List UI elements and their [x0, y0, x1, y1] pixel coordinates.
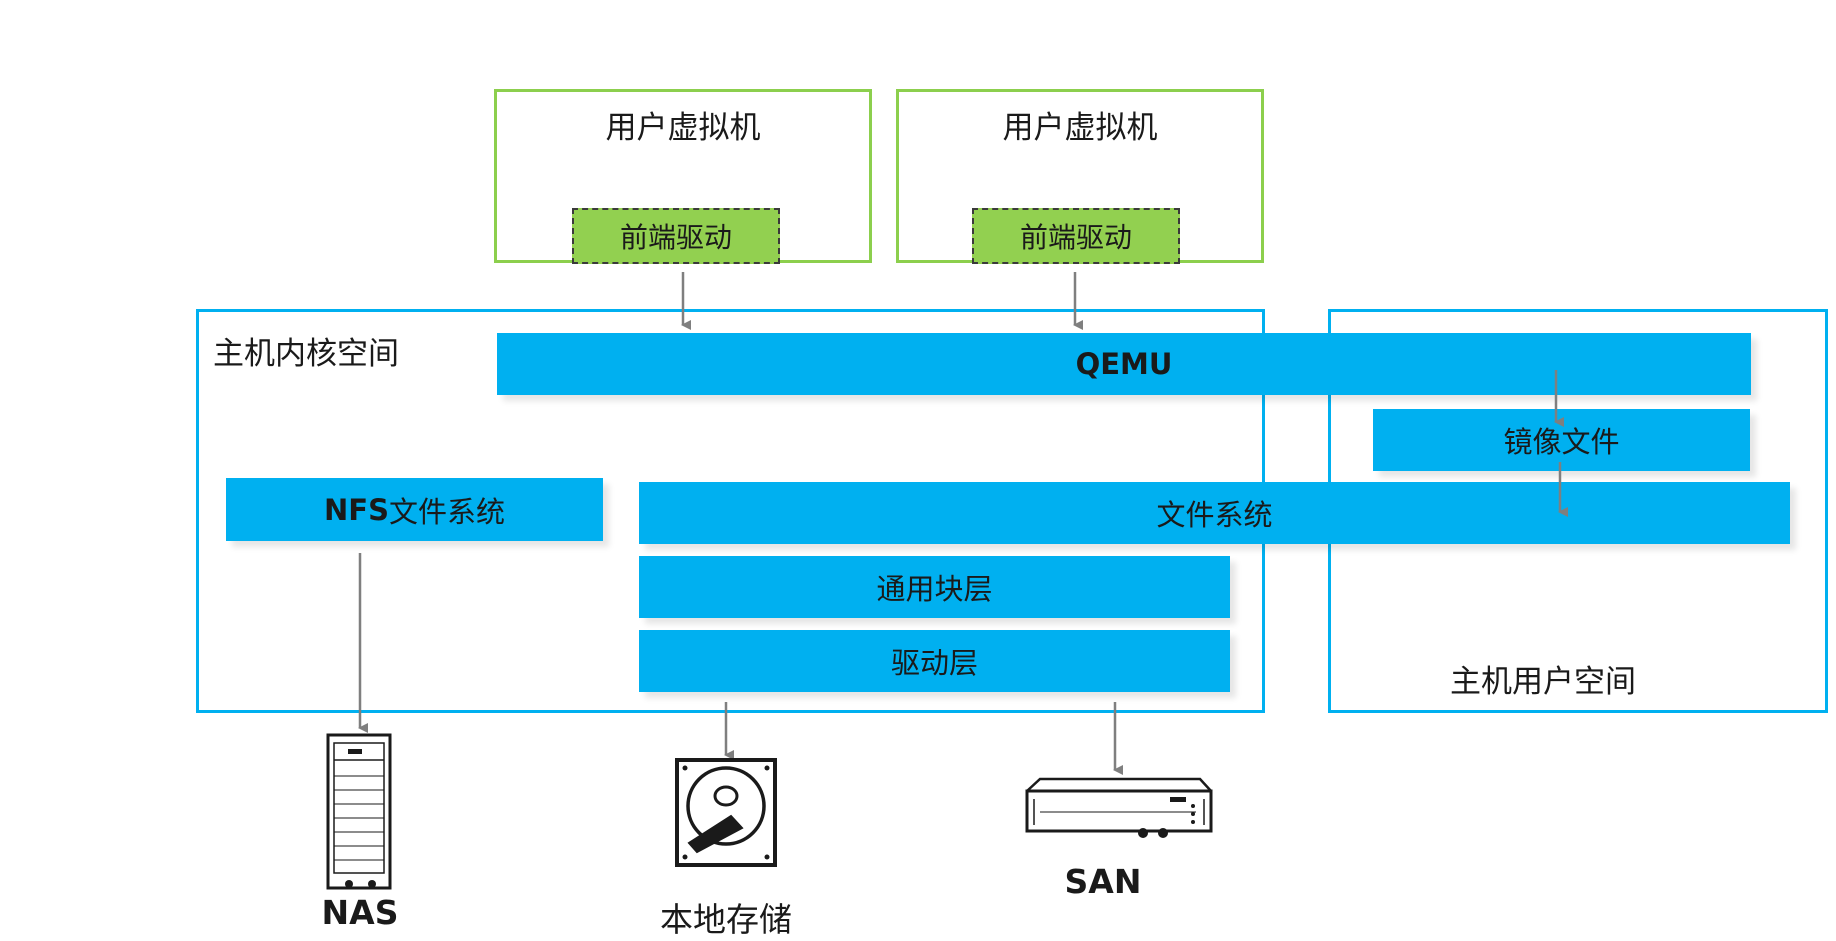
- nfs-suffix: 文件系统: [388, 494, 505, 529]
- filesystem-bar: 文件系统: [639, 482, 1790, 544]
- vm-box-right: 用户虚拟机 前端驱动: [896, 89, 1264, 264]
- vm-box-left: 用户虚拟机 前端驱动: [494, 89, 872, 264]
- qemu-bar: QEMU: [497, 333, 1751, 395]
- san-label: SAN: [1064, 862, 1142, 901]
- san-storage-icon: [1025, 777, 1213, 838]
- vm-title-left: 用户虚拟机: [605, 110, 761, 146]
- nfs-prefix: NFS: [324, 492, 389, 527]
- host-kernel-space-label: 主机内核空间: [213, 336, 399, 372]
- frontend-driver-left: 前端驱动: [572, 208, 780, 264]
- generic-block-layer-bar: 通用块层: [639, 556, 1230, 618]
- vm-title-right: 用户虚拟机: [1002, 110, 1158, 146]
- frontend-driver-right: 前端驱动: [972, 208, 1180, 264]
- nas-label: NAS: [321, 893, 399, 932]
- driver-layer-bar: 驱动层: [639, 630, 1230, 692]
- local-storage-label: 本地存储: [660, 900, 792, 939]
- hard-disk-icon: [675, 758, 777, 867]
- host-user-space-label: 主机用户空间: [1450, 664, 1636, 700]
- nas-server-icon: [326, 733, 392, 890]
